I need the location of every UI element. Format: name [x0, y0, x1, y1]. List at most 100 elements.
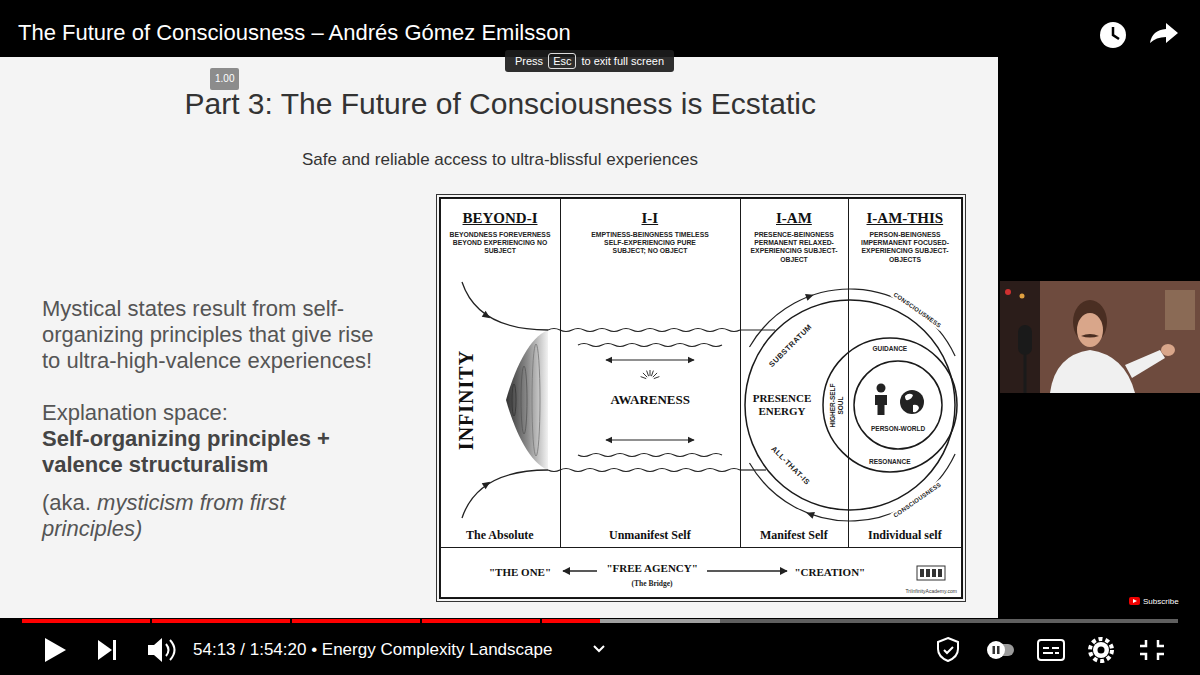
slide-body: Self-organizing principles + valence str… — [42, 426, 392, 478]
infinity-vortex — [462, 282, 548, 330]
academy-logo — [917, 566, 945, 580]
infinity-vortex — [532, 344, 540, 456]
player-controls — [148, 638, 162, 662]
awareness-waves — [548, 469, 740, 472]
bridge-arrows — [707, 570, 787, 571]
level-qualities: EMPTINESS-BEINGNESS TIMELESS SELF-EXPERI… — [590, 231, 710, 256]
awareness-sunburst — [641, 370, 660, 379]
subscribe-icon — [1129, 597, 1140, 605]
circle-title: PRESENCE ENERGY — [742, 392, 822, 418]
progress-bar — [600, 619, 720, 623]
awareness-sunburst — [651, 371, 653, 377]
circle-label: GUIDANCE — [873, 345, 908, 353]
academy-logo — [917, 566, 945, 580]
circle-label: SUBSTRATUM — [767, 322, 814, 369]
webcam-view — [1000, 281, 1200, 393]
circle-label: PERSON-WORLD — [871, 425, 925, 433]
webcam-view — [1018, 325, 1032, 355]
circle-outline — [823, 338, 957, 472]
diagram-frame — [440, 198, 962, 598]
awareness-sunburst — [654, 377, 660, 379]
circle-outline — [853, 360, 943, 450]
arc-label: CONSCIOUSNESS — [890, 289, 944, 330]
soul-circle: HIGHER-SELF SOULGUIDANCERESONANCEPERSON-… — [822, 337, 958, 473]
level-heading: I-AM-THIS — [867, 209, 944, 227]
band-term: "THE ONE" — [489, 566, 551, 579]
awareness-label: AWARENESS — [611, 392, 690, 407]
player-controls — [1140, 640, 1164, 660]
player-controls — [594, 646, 604, 651]
consciousness-arcs — [750, 289, 956, 356]
person-world-icon — [913, 405, 919, 412]
consciousness-arcs — [750, 454, 956, 521]
person-world-icon — [900, 390, 924, 414]
person-world-icon — [875, 395, 887, 415]
awareness-waves — [578, 454, 722, 457]
person-world-icon — [905, 394, 913, 400]
player-controls — [1090, 639, 1112, 661]
infinity-vortex — [512, 384, 516, 416]
presence-circle: PRESENCE ENERGYSUBSTRATUMALL-THAT-ISHIGH… — [744, 299, 956, 511]
level-column: I-AM-THIS PERSON-BEINGNESS IMPERMANENT FO… — [848, 198, 962, 548]
level-qualities: PERSON-BEINGNESS IMPERMANENT FOCUSED-EXP… — [853, 231, 957, 264]
subscribe-icon — [1133, 599, 1137, 603]
progress-bar — [22, 619, 1178, 623]
player-controls — [98, 640, 112, 660]
awareness-sunburst — [641, 377, 647, 379]
webcam-view — [1000, 281, 1040, 393]
awareness-sunburst — [653, 373, 657, 377]
person-world-circle: PERSON-WORLD — [853, 360, 943, 450]
diagram-frame — [440, 198, 962, 598]
slide-body: Explanation space: — [42, 400, 228, 426]
progress-bar — [540, 619, 542, 623]
person-world-icon — [877, 384, 886, 393]
player-controls — [45, 638, 66, 662]
circle-label: HIGHER-SELF SOUL — [829, 380, 844, 430]
level-heading: BEYOND-I — [463, 209, 538, 227]
academy-logo — [926, 569, 930, 577]
slide-subtitle: Safe and reliable access to ultra-blissf… — [302, 150, 698, 170]
webcam-view — [1077, 313, 1103, 347]
webcam-view — [1000, 281, 1200, 393]
circle-outline — [854, 361, 942, 449]
academy-logo — [938, 569, 942, 577]
webcam-view — [1024, 355, 1027, 393]
top-bar-icons — [1113, 27, 1119, 39]
academy-logo — [920, 569, 924, 577]
infinity-vortex — [462, 470, 548, 518]
speed-badge: 1.00 — [210, 68, 239, 90]
player-controls — [987, 641, 1005, 659]
player-controls — [166, 644, 169, 656]
webcam-view — [1165, 290, 1195, 330]
webcam-view — [1050, 350, 1135, 393]
subscribe-icon — [1129, 597, 1140, 605]
progress-bar — [22, 619, 600, 623]
top-bar-icons — [1150, 23, 1178, 43]
level-name: Individual self — [868, 528, 942, 543]
band-term: "FREE AGENCY" — [607, 562, 698, 575]
awareness-sunburst — [647, 371, 649, 377]
level-column: I-IEMPTINESS-BEINGNESS TIMELESS SELF-EXP… — [560, 198, 741, 548]
webcam-view — [1125, 350, 1165, 378]
progress-bar — [150, 619, 152, 623]
infinity-vortex — [482, 479, 493, 489]
player-controls — [1093, 642, 1109, 658]
slide-body: Mystical states result from self-organiz… — [42, 296, 392, 374]
diagram-frame — [437, 195, 966, 602]
awareness-sunburst — [650, 370, 651, 376]
player-controls — [170, 640, 175, 660]
arc-label: CONSCIOUSNESS — [890, 479, 944, 520]
bridge-band: "THE ONE""FREE AGENCY"(The Bridge)"CREAT… — [440, 547, 962, 598]
video-title: The Future of Consciousness – Andrés Góm… — [18, 20, 571, 46]
infinity-vortex — [482, 311, 493, 321]
webcam-view — [1161, 344, 1175, 356]
awareness-waves — [578, 344, 722, 347]
progress-bar — [290, 619, 292, 623]
level-qualities: PRESENCE-BEINGNESS PERMANENT RELAXED-EXP… — [744, 231, 844, 264]
level-name: Unmanifest Self — [609, 528, 691, 543]
slide-ground — [0, 57, 998, 618]
consciousness-arcs — [805, 291, 815, 300]
slide-title: Part 3: The Future of Consciousness is E… — [185, 86, 816, 122]
hint-text: to exit full screen — [581, 54, 664, 68]
